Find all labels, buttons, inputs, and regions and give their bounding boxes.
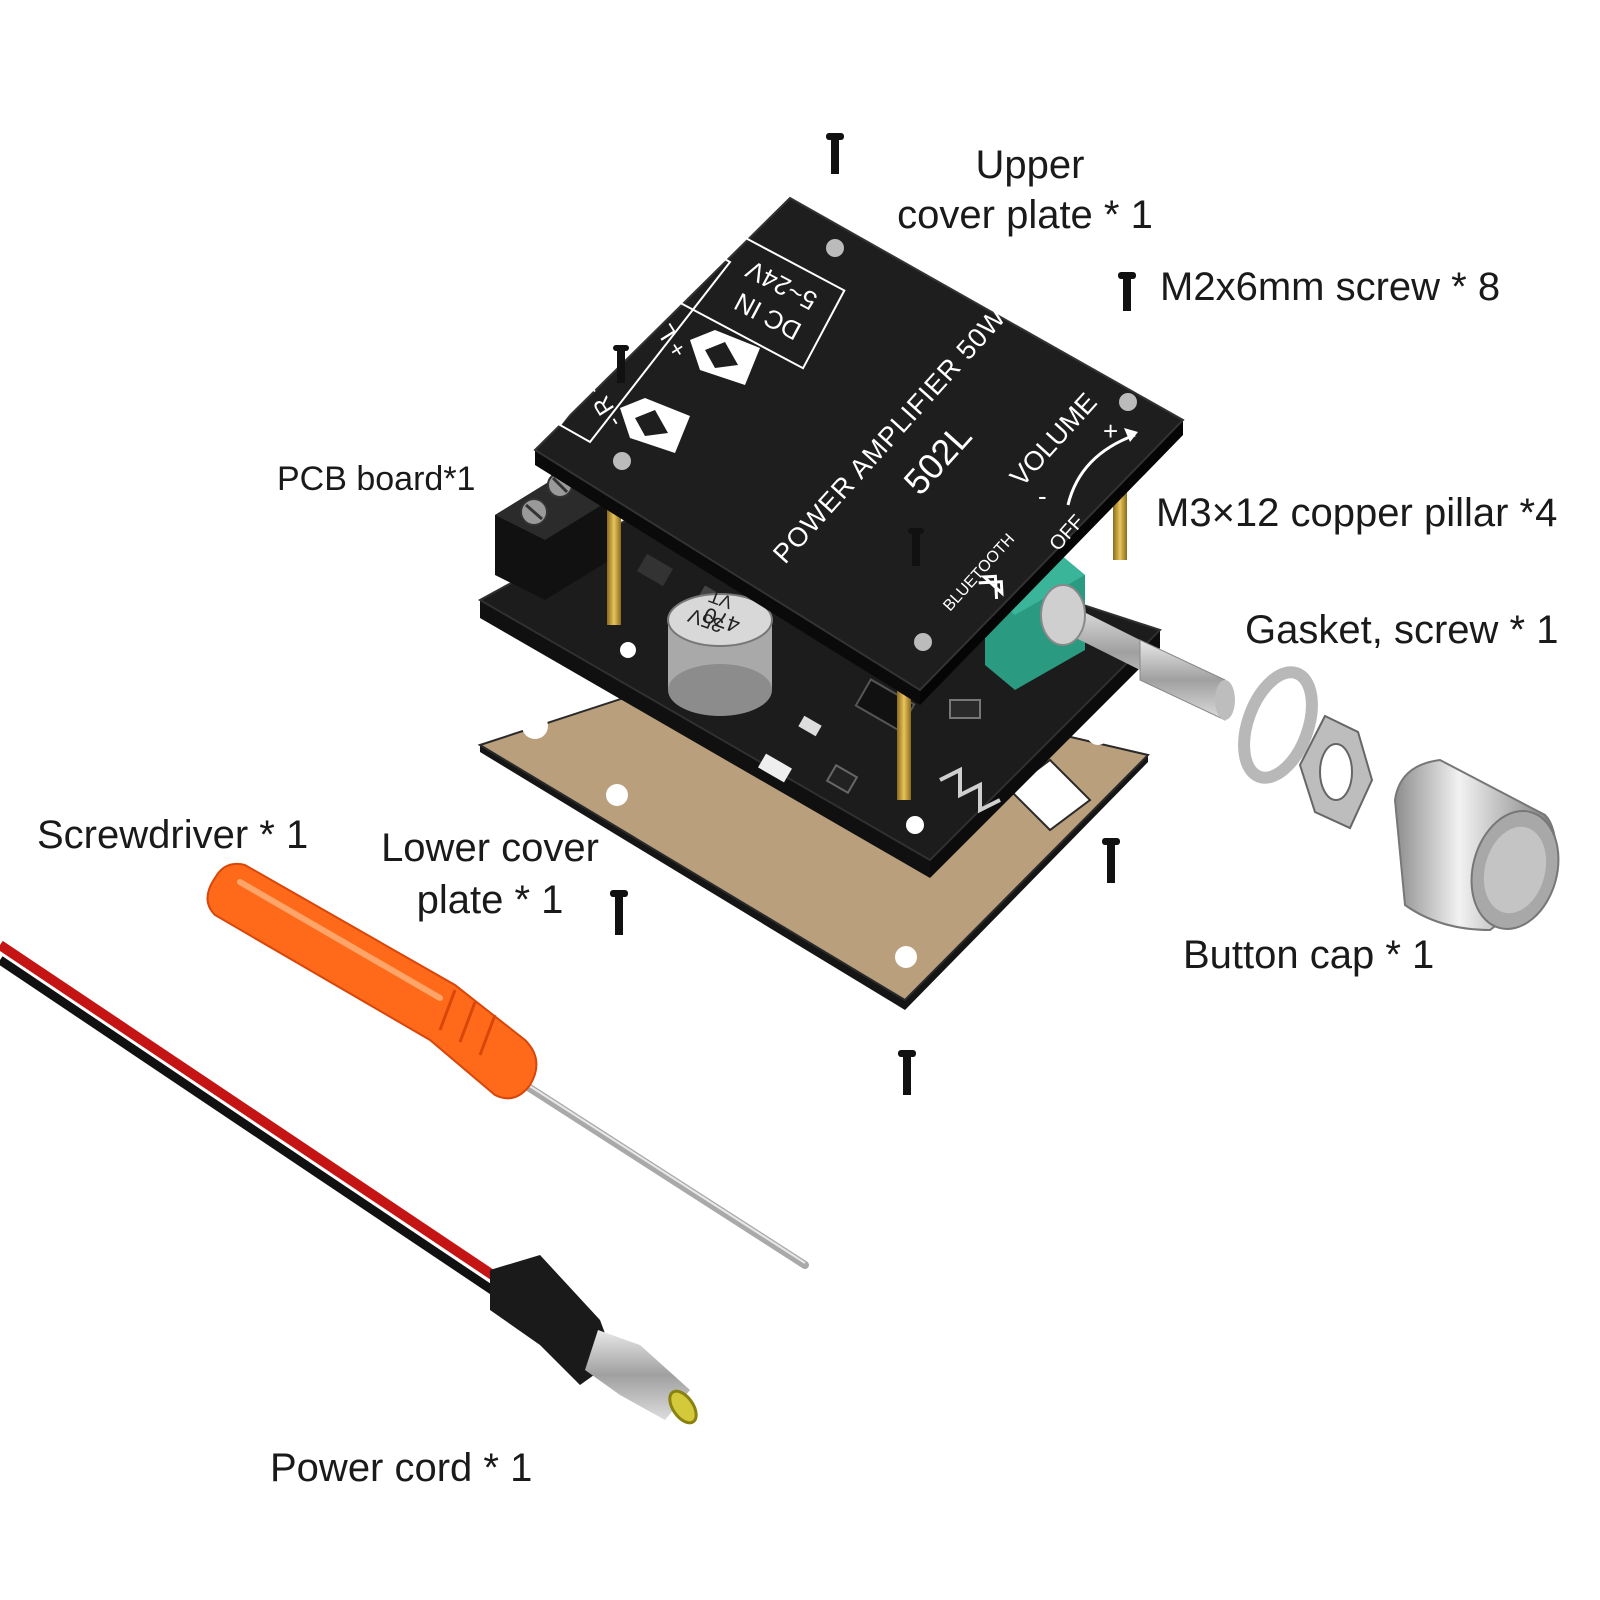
volume-minus: - bbox=[1038, 481, 1047, 511]
label-button-cap: Button cap * 1 bbox=[1183, 933, 1435, 977]
screw-icon bbox=[826, 133, 844, 174]
capacitor: 470 35V VT bbox=[667, 586, 773, 716]
label-screwdriver: Screwdriver * 1 bbox=[37, 813, 309, 857]
screw-icon bbox=[610, 890, 628, 935]
upper-cover-plate: DC IN 5~24V + L - - R + POWER AMPLIFIER … bbox=[533, 196, 1185, 705]
copper-pillar bbox=[897, 690, 911, 800]
hex-nut bbox=[1298, 714, 1374, 830]
label-lower-cover-line1: Lower cover bbox=[381, 826, 599, 870]
speaker-icon-left bbox=[690, 330, 760, 385]
screwdriver-handle bbox=[206, 862, 538, 1100]
label-upper-cover-line1: Upper bbox=[975, 143, 1085, 187]
label-power-cord: Power cord * 1 bbox=[270, 1446, 533, 1490]
screws bbox=[610, 133, 1136, 1095]
volume-plus: + bbox=[1103, 416, 1118, 446]
screw-terminal-block bbox=[495, 472, 610, 600]
power-cord bbox=[0, 940, 698, 1425]
dc-plug bbox=[490, 1255, 698, 1425]
speaker-icon-right bbox=[620, 398, 690, 453]
button-cap bbox=[1393, 758, 1560, 932]
screwdriver bbox=[206, 862, 809, 1269]
potentiometer bbox=[985, 550, 1235, 721]
label-screw: M2x6mm screw * 8 bbox=[1160, 265, 1501, 309]
screw-icon bbox=[613, 345, 629, 383]
screw-icon bbox=[908, 528, 924, 566]
screw-icon bbox=[1118, 272, 1136, 311]
copper-pillar bbox=[607, 500, 621, 625]
gasket bbox=[1238, 666, 1318, 784]
bluetooth-icon bbox=[978, 574, 1004, 600]
label-copper-pillar: M3×12 copper pillar *4 bbox=[1156, 491, 1558, 535]
screw-icon bbox=[898, 1050, 916, 1095]
label-pcb-board: PCB board*1 bbox=[277, 460, 476, 498]
screw-icon bbox=[1102, 838, 1120, 883]
label-lower-cover-line2: plate * 1 bbox=[416, 878, 564, 922]
volume-arc-icon bbox=[1066, 433, 1136, 506]
label-gasket-screw: Gasket, screw * 1 bbox=[1245, 608, 1559, 652]
label-upper-cover-line2: cover plate * 1 bbox=[897, 193, 1153, 237]
